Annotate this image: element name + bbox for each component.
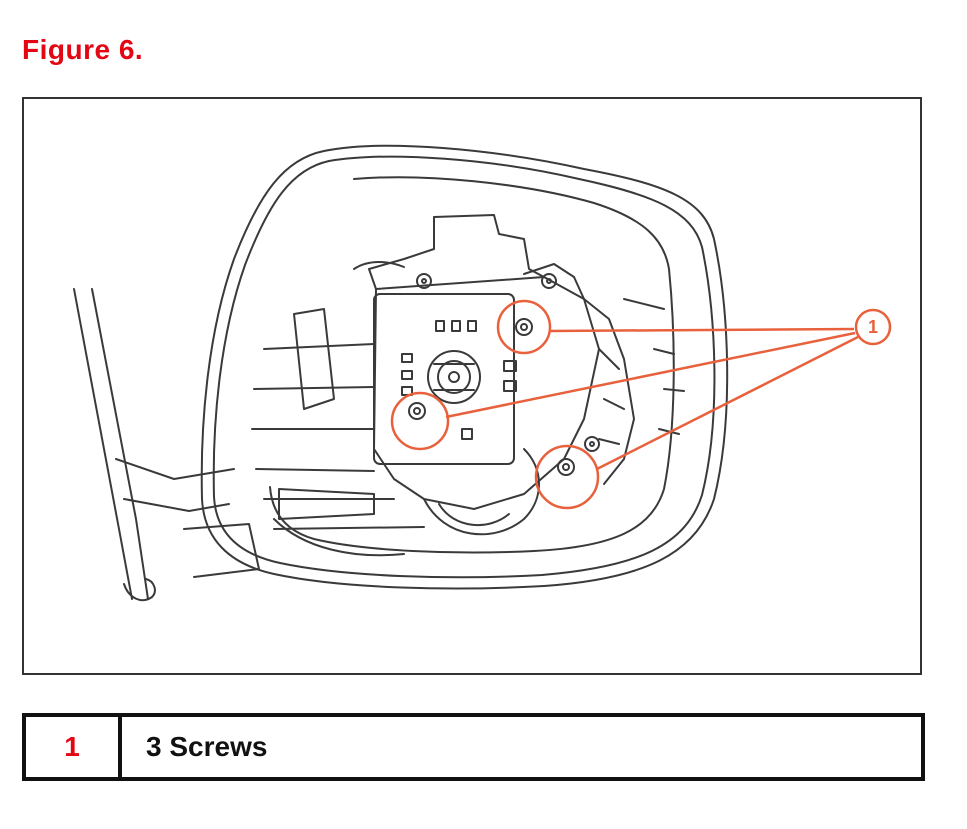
mirror-housing-outline [200, 144, 729, 590]
leader-line-left [445, 331, 856, 419]
callout-number: 1 [868, 317, 878, 337]
motor-housing [373, 293, 515, 465]
mirror-arm [73, 288, 149, 600]
screw-left [408, 402, 426, 420]
mirror-back-illustration: 1 [73, 144, 892, 602]
leader-line-bottom [596, 335, 859, 471]
mirror-diagram: 1 [22, 97, 922, 675]
screw-highlight-bottom [534, 444, 600, 510]
callout-number-circle [854, 308, 892, 346]
screw-bottom [557, 458, 575, 476]
leader-line-top [549, 327, 855, 333]
legend-table: 1 3 Screws [22, 713, 925, 781]
screw-highlight-left [390, 391, 450, 451]
screw-top [515, 318, 533, 336]
actuator-base [373, 276, 600, 510]
callout-group [390, 299, 892, 510]
legend-number: 1 [26, 717, 122, 777]
legend-description: 3 Screws [146, 731, 268, 762]
center-pivot [427, 350, 481, 404]
figure-title: Figure 6. [22, 34, 144, 65]
screw-highlight-top [496, 299, 552, 355]
